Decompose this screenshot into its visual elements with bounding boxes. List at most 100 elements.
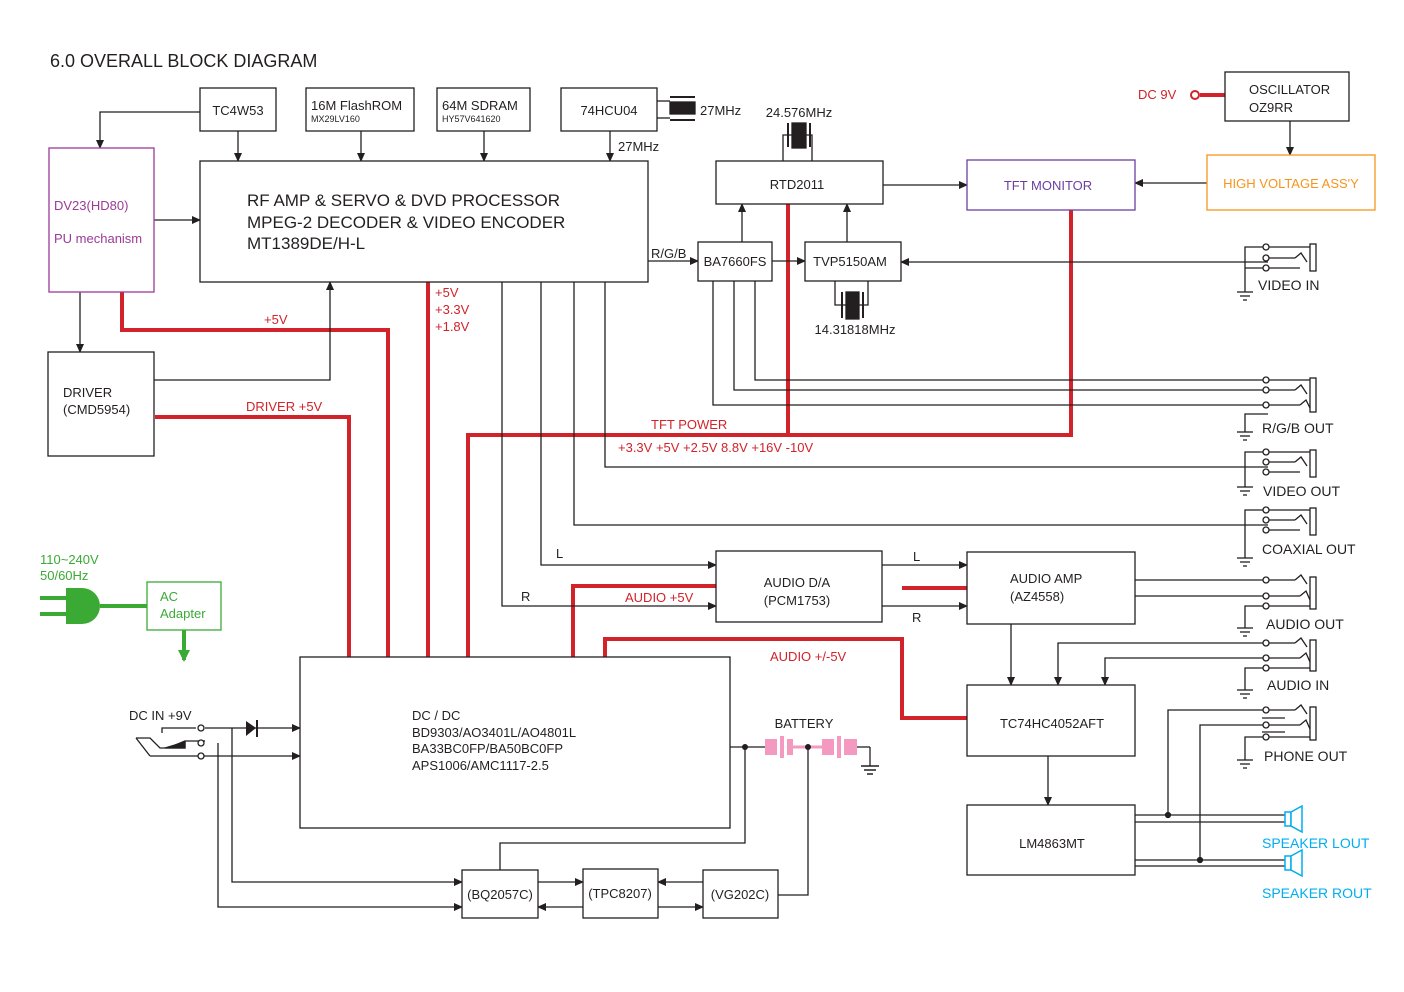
dcdc-line1: DC / DC bbox=[412, 708, 460, 723]
oscillator-line2: OZ9RR bbox=[1249, 100, 1293, 115]
tpc8207-label: (TPC8207) bbox=[588, 886, 652, 901]
speaker-r-node bbox=[1196, 856, 1204, 864]
battery-label: BATTERY bbox=[775, 716, 834, 731]
audio-in-label: AUDIO IN bbox=[1267, 677, 1329, 693]
tft-power-line bbox=[466, 210, 1073, 657]
video-out-label: VIDEO OUT bbox=[1263, 483, 1340, 499]
block-texts: TC4W53 16M FlashROM MX29LV160 64M SDRAM … bbox=[54, 82, 1359, 902]
tc4w53-label: TC4W53 bbox=[212, 103, 263, 118]
rgb-out-b bbox=[754, 281, 1268, 381]
dc-in-to-charger-2 bbox=[217, 743, 463, 911]
ac-labels: 110~240V 50/60Hz bbox=[40, 552, 99, 583]
processor-driver-bus bbox=[147, 281, 334, 384]
hcu04-block bbox=[560, 87, 658, 132]
video-out-line bbox=[604, 282, 1268, 468]
audio-out-jack bbox=[1237, 574, 1317, 637]
flashrom-part-label: MX29LV160 bbox=[311, 114, 360, 124]
ac-adapter-line2: Adapter bbox=[160, 606, 206, 621]
audio-amp-line1: AUDIO AMP bbox=[1010, 571, 1082, 586]
bq2057c-label: (BQ2057C) bbox=[467, 887, 533, 902]
tft-rails-label: +3.3V +5V +2.5V 8.8V +16V -10V bbox=[618, 440, 813, 455]
pu-line2: PU mechanism bbox=[54, 231, 142, 246]
dcdc-line3: BA33BC0FP/BA50BC0FP bbox=[412, 741, 563, 756]
vg202c-block bbox=[702, 869, 779, 919]
battery-symbol bbox=[742, 736, 857, 758]
tc74hc4052-label: TC74HC4052AFT bbox=[1000, 716, 1104, 731]
lm4863-block bbox=[966, 804, 1136, 876]
tc4w53-block bbox=[199, 87, 277, 132]
ac-adapter-line1: AC bbox=[160, 589, 178, 604]
flashrom-block bbox=[305, 87, 415, 132]
right2-label: R bbox=[912, 610, 921, 625]
audio-r-line bbox=[501, 282, 717, 610]
audio-in-to-switch-1 bbox=[1054, 642, 1268, 686]
pu-line1: DV23(HD80) bbox=[54, 198, 128, 213]
tft-monitor-block bbox=[966, 159, 1136, 211]
power-lines bbox=[120, 93, 1225, 720]
crystal-14mhz bbox=[834, 281, 869, 320]
audio-in-to-switch-2 bbox=[1101, 657, 1268, 686]
lm4863-label: LM4863MT bbox=[1019, 836, 1085, 851]
rtd2011-label: RTD2011 bbox=[770, 177, 824, 192]
rtd2011-block bbox=[715, 160, 884, 205]
ac-plug bbox=[66, 588, 100, 624]
crystals bbox=[657, 96, 869, 320]
audio-da-line2: (PCM1753) bbox=[764, 593, 830, 608]
audio-in-jack bbox=[1237, 637, 1317, 699]
tft-monitor-label: TFT MONITOR bbox=[1004, 178, 1092, 193]
dc-jack-icon bbox=[135, 724, 205, 760]
diode-icon bbox=[246, 720, 258, 737]
oscillator-block bbox=[1224, 71, 1350, 122]
battery-ground-icon bbox=[861, 765, 879, 775]
tvp5150am-block bbox=[804, 241, 902, 282]
sdram-label: 64M SDRAM bbox=[442, 98, 518, 113]
audio-amp-line2: (AZ4558) bbox=[1010, 589, 1064, 604]
mains-voltage-label: 110~240V bbox=[40, 552, 99, 567]
xtal-14mhz-label: 14.31818MHz bbox=[815, 322, 896, 337]
speaker-icons bbox=[1284, 804, 1303, 878]
tc74hc4052-block bbox=[966, 684, 1136, 757]
tvp5150am-label: TVP5150AM bbox=[813, 254, 887, 269]
driver-5v-line bbox=[155, 415, 351, 657]
dc-in-label: DC IN +9V bbox=[129, 708, 192, 723]
battery-to-vg bbox=[778, 747, 809, 896]
audio-5v-line bbox=[571, 584, 716, 657]
tpc8207-block bbox=[582, 868, 659, 919]
processor-line2: MPEG-2 DECODER & VIDEO ENCODER bbox=[247, 213, 565, 232]
page-title: 6.0 OVERALL BLOCK DIAGRAM bbox=[50, 51, 317, 71]
tc4w53-to-pu bbox=[96, 111, 200, 149]
driver-block bbox=[47, 351, 155, 457]
sdram-part-label: HY57V641620 bbox=[442, 114, 501, 124]
ba7660fs-block bbox=[697, 241, 773, 282]
coaxial-out-line bbox=[573, 282, 1268, 526]
coaxial-out-jack bbox=[1237, 506, 1317, 567]
signal-labels: 27MHz 27MHz 24.576MHz 14.31818MHz R/G/B … bbox=[129, 103, 921, 731]
video-in-label: VIDEO IN bbox=[1258, 277, 1319, 293]
audio-da-line1: AUDIO D/A bbox=[764, 575, 831, 590]
ba7660fs-label: BA7660FS bbox=[704, 254, 767, 269]
audio-5v-label: AUDIO +5V bbox=[625, 590, 694, 605]
driver-line2: (CMD5954) bbox=[63, 402, 130, 417]
driver-5v-label: DRIVER +5V bbox=[246, 399, 323, 414]
video-out-jack bbox=[1237, 448, 1317, 496]
clk-27mhz-label: 27MHz bbox=[618, 139, 659, 154]
vg202c-label: (VG202C) bbox=[711, 887, 770, 902]
audio-da-block bbox=[715, 550, 883, 623]
tft-power-label: TFT POWER bbox=[651, 417, 727, 432]
pu-5v-label: +5V bbox=[264, 312, 288, 327]
rgb-label: R/G/B bbox=[651, 246, 686, 261]
dc9v-label: DC 9V bbox=[1138, 87, 1177, 102]
dc9v-terminal bbox=[1190, 90, 1200, 100]
blocks bbox=[47, 71, 1376, 919]
phone-out-jack bbox=[1237, 704, 1317, 769]
speaker-l-node bbox=[1164, 811, 1172, 819]
video-in-jack bbox=[1237, 243, 1317, 301]
connector-jacks bbox=[1164, 243, 1317, 864]
audio-out-label: AUDIO OUT bbox=[1266, 616, 1344, 632]
speaker-rout-label: SPEAKER ROUT bbox=[1262, 885, 1372, 901]
signal-lines bbox=[76, 111, 1294, 911]
processor-line3: MT1389DE/H-L bbox=[247, 234, 365, 253]
dcdc-block bbox=[299, 656, 731, 829]
audio-l-line bbox=[540, 282, 717, 569]
